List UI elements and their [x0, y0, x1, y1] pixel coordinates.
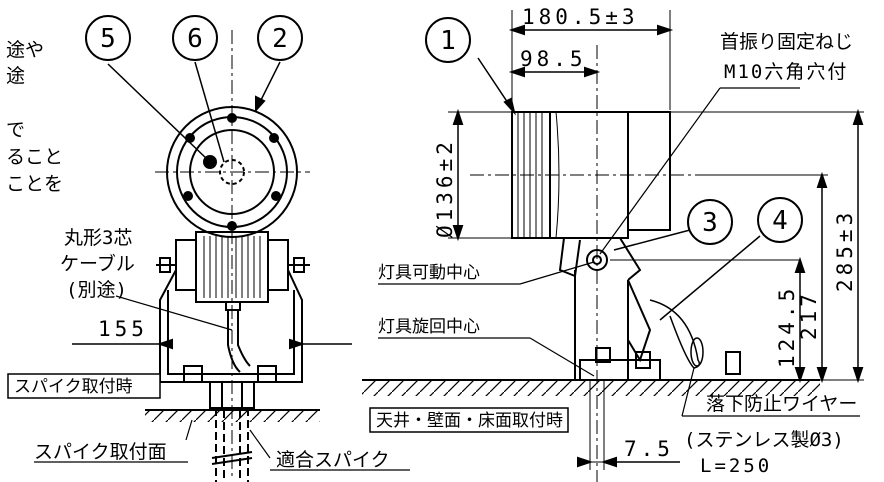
balloon-5: 5	[100, 24, 116, 54]
spike-face-label: スパイク取付面	[34, 441, 167, 463]
dimension-285: 285±3	[833, 209, 857, 292]
pivot-move-label: 灯具可動中心	[378, 263, 480, 283]
dimension-98-5: 98.5	[520, 47, 587, 71]
dimension-217: 217	[797, 290, 821, 340]
dimension-7-5: 7.5	[624, 437, 674, 461]
ceiling-box-label: 天井・壁面・床面取付時	[376, 411, 563, 431]
left-margin-text: 途や 途 で ること ことを	[6, 39, 63, 195]
balloon-1: 1	[440, 26, 456, 56]
right-side-view	[362, 10, 864, 482]
swivel-note-line2: M10六角穴付	[724, 61, 848, 83]
balloon-6: 6	[187, 24, 203, 54]
svg-text:(別途): (別途)	[66, 279, 127, 301]
balloon-2: 2	[272, 24, 288, 54]
ceiling-box	[369, 407, 569, 433]
dimension-dia-136: Ø136±2	[433, 138, 457, 238]
lamp-outer-ring	[166, 106, 298, 238]
cable-note: 丸形3芯 ケーブル (別途)	[60, 227, 135, 301]
wire-note-line2: (ステンレス製Ø3)	[684, 429, 844, 451]
wire-note-line1: 落下防止ワイヤー	[706, 393, 857, 415]
lamp-lens	[189, 129, 275, 215]
spike-box	[7, 373, 161, 399]
wire-note-line3: L=250	[700, 455, 772, 477]
dimension-155: 155	[98, 317, 148, 341]
lamp-body	[549, 111, 629, 239]
svg-text:ことを: ことを	[6, 173, 63, 195]
svg-text:途や: 途や	[6, 39, 44, 61]
spike-fit-label: 適合スパイク	[276, 449, 390, 471]
svg-text:ること: ること	[6, 146, 63, 168]
svg-text:で: で	[6, 119, 25, 141]
balloon-3: 3	[702, 208, 718, 238]
pivot-rotate-label: 灯具旋回中心	[378, 317, 480, 337]
dimension-124-5: 124.5	[775, 285, 799, 368]
svg-text:丸形3芯: 丸形3芯	[64, 227, 132, 249]
swivel-note-line1: 首振り固定ねじ	[720, 31, 853, 53]
balloon-group-left: 5 6 2	[85, 15, 303, 61]
balloon-group-right: 1 3 4	[425, 17, 803, 245]
spike-box-label: スパイク取付時	[14, 377, 133, 397]
balloon-4: 4	[772, 206, 788, 236]
dimension-180-5: 180.5±3	[522, 5, 639, 29]
pivot-bolt	[586, 249, 608, 271]
svg-text:途: 途	[6, 65, 25, 87]
left-front-view	[72, 30, 352, 482]
svg-text:ケーブル: ケーブル	[60, 252, 135, 275]
